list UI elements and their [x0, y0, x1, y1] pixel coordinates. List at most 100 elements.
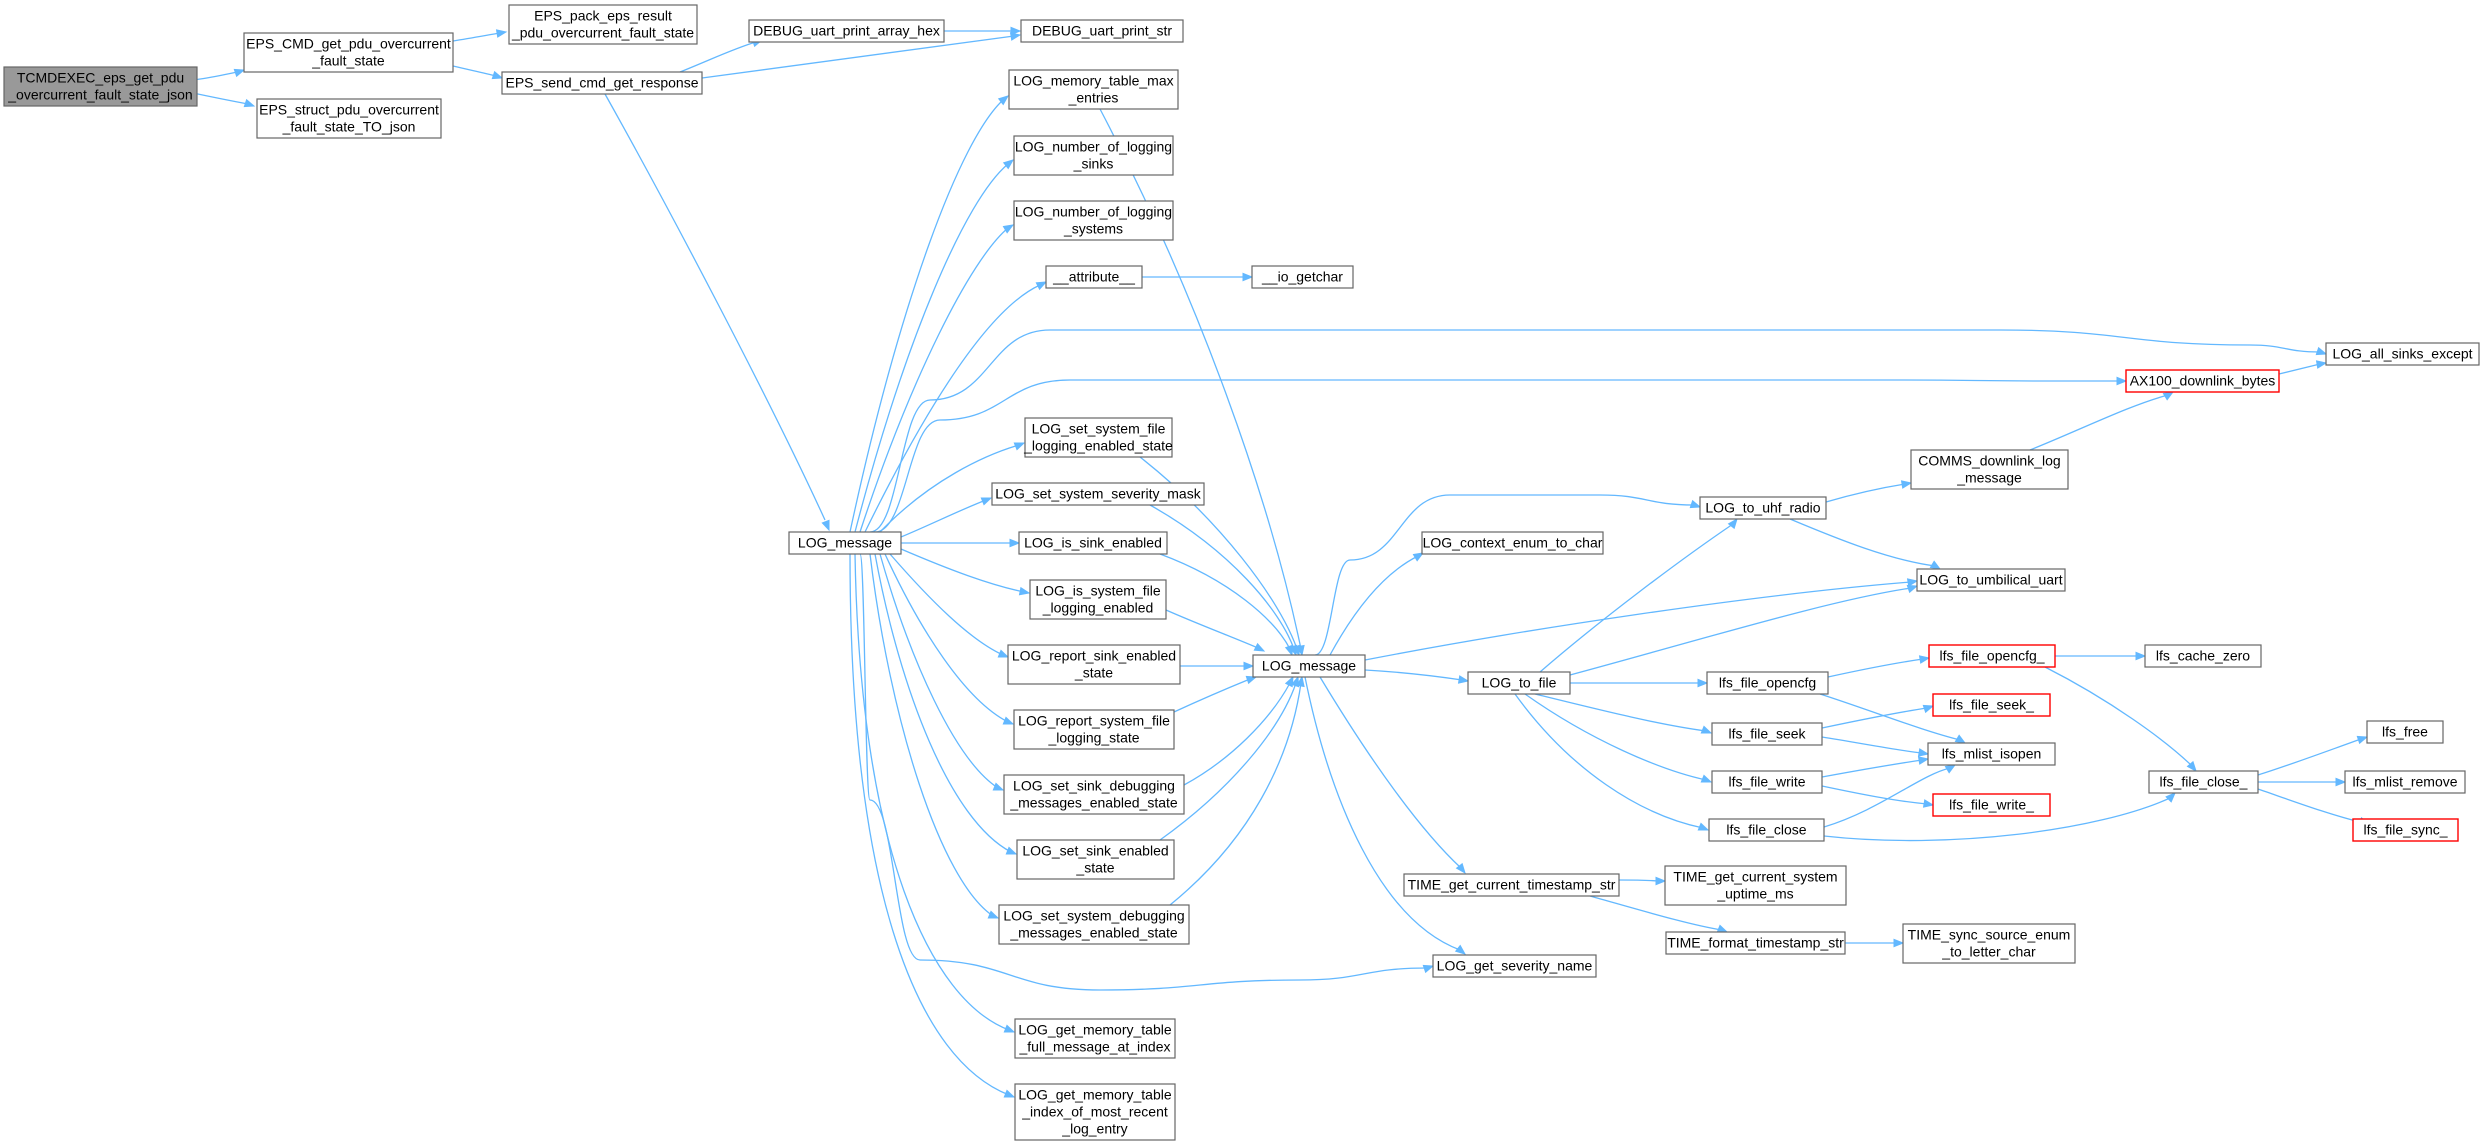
node-label: LOG_set_sink_debugging [1013, 778, 1175, 794]
node-log-set-sevmask[interactable]: LOG_set_system_severity_mask [991, 482, 1205, 506]
node-log-is-sink[interactable]: LOG_is_sink_enabled [1018, 531, 1168, 555]
node-lfs-close-[interactable]: lfs_file_close_ [2148, 770, 2259, 794]
node-eps-send[interactable]: EPS_send_cmd_get_response [501, 71, 703, 95]
node-lfs-sync-[interactable]: lfs_file_sync_ [2352, 818, 2459, 842]
node-log-set-sysfile[interactable]: LOG_set_system_file_logging_enabled_stat… [1023, 417, 1173, 458]
node-log-file[interactable]: LOG_to_file [1467, 671, 1571, 695]
node-time-ts[interactable]: TIME_get_current_timestamp_str [1403, 873, 1620, 897]
edge-ax100-to-log_all_sinks [2278, 360, 2328, 375]
arrowhead [1457, 675, 1470, 684]
node-eps-struct[interactable]: EPS_struct_pdu_overcurrent_fault_state_T… [256, 98, 442, 139]
node-label: LOG_report_system_file [1018, 713, 1170, 729]
edge-log_msg1-to-log_set_sysdbg [869, 553, 1000, 919]
arrowhead [1697, 678, 1709, 688]
node-comms-dl[interactable]: COMMS_downlink_log_message [1910, 449, 2069, 490]
node-lfs-mlist-isopen[interactable]: lfs_mlist_isopen [1927, 742, 2056, 766]
node-lfs-seek-[interactable]: lfs_file_seek_ [1932, 693, 2051, 717]
node-lfs-mlist-remove[interactable]: lfs_mlist_remove [2344, 770, 2466, 794]
node-label: lfs_file_opencfg_ [1939, 648, 2044, 664]
node-box [1928, 644, 2056, 668]
node-lfs-cache-zero[interactable]: lfs_cache_zero [2144, 644, 2262, 668]
edge-log_rep_sysfile-to-log_msg2 [1173, 675, 1258, 713]
node-log-uhf[interactable]: LOG_to_uhf_radio [1699, 496, 1827, 520]
arrowhead [2162, 391, 2175, 401]
node-log-all-sinks[interactable]: LOG_all_sinks_except [2325, 342, 2480, 366]
node-box [1045, 265, 1143, 289]
node-log-nsinks[interactable]: LOG_number_of_logging_sinks [1013, 135, 1174, 176]
edge-eps_cmd-to-eps_pack [452, 29, 508, 42]
node-log-msg2[interactable]: LOG_message [1252, 654, 1366, 678]
node-log-nsys[interactable]: LOG_number_of_logging_systems [1013, 200, 1174, 241]
arrowhead [1412, 552, 1425, 562]
node-lfs-seek[interactable]: lfs_file_seek [1711, 722, 1823, 746]
node-lfs-close[interactable]: lfs_file_close [1708, 818, 1825, 842]
node-log-umb[interactable]: LOG_to_umbilical_uart [1916, 568, 2066, 592]
node-root[interactable]: TCMDEXEC_eps_get_pdu_overcurrent_fault_s… [3, 66, 198, 107]
arrowhead [1922, 704, 1935, 714]
edge-log_set_sevmask-to-log_msg2 [1149, 504, 1298, 657]
node-label: DEBUG_uart_print_str [1032, 23, 1172, 39]
node-log-mem-full[interactable]: LOG_get_memory_table_full_message_at_ind… [1014, 1018, 1176, 1059]
node-label: LOG_memory_table_max [1013, 73, 1173, 89]
node-box [1403, 873, 1620, 897]
node-label: lfs_file_seek [1728, 726, 1806, 742]
node-log-rep-sink[interactable]: LOG_report_sink_enabled_state [1007, 644, 1181, 685]
node-lfs-write[interactable]: lfs_file_write [1711, 770, 1823, 794]
arrowhead [1009, 538, 1021, 548]
arrowhead [1454, 944, 1467, 955]
node-time-sync[interactable]: TIME_sync_source_enum_to_letter_char [1902, 923, 2076, 964]
arrowhead [243, 98, 256, 108]
node-ax100[interactable]: AX100_downlink_bytes [2125, 369, 2280, 393]
node-box [1665, 931, 1846, 955]
node-box [1932, 693, 2051, 717]
arrowhead [1245, 675, 1258, 685]
node-lfs-opencfg-[interactable]: lfs_file_opencfg_ [1928, 644, 2056, 668]
node-box [1020, 19, 1184, 43]
arrowhead [1253, 642, 1266, 652]
node-label: LOG_message [798, 535, 892, 551]
node-eps-pack[interactable]: EPS_pack_eps_result_pdu_overcurrent_faul… [508, 4, 698, 45]
node-lfs-opencfg[interactable]: lfs_file_opencfg [1706, 671, 1829, 695]
edge-log_rep_sink-to-log_msg2 [1179, 661, 1255, 671]
node-box [2144, 644, 2262, 668]
node-box [1018, 531, 1168, 555]
node-box [1013, 135, 1174, 176]
edge-lfs_write-to-lfs_mlist_isopen [1821, 756, 1930, 778]
arrowhead [491, 70, 504, 80]
arrowhead [2315, 346, 2328, 356]
node-box [2352, 818, 2459, 842]
arrowhead [1242, 272, 1254, 282]
node-log-rep-sysfile[interactable]: LOG_report_system_file_logging_state [1013, 709, 1175, 750]
edge-lfs_close_-to-lfs_mlist_remove [2258, 777, 2347, 787]
node-label: lfs_file_write [1728, 774, 1805, 790]
node-box [1007, 644, 1181, 685]
node-log-msg1[interactable]: LOG_message [788, 531, 902, 555]
node-time-fmt[interactable]: TIME_format_timestamp_str [1665, 931, 1846, 955]
node-log-is-sysfile[interactable]: LOG_is_system_file_logging_enabled [1029, 579, 1167, 620]
node-lfs-free[interactable]: lfs_free [2366, 720, 2444, 744]
node-log-mem-recent[interactable]: LOG_get_memory_table_index_of_most_recen… [1014, 1083, 1176, 1141]
node-log-sev[interactable]: LOG_get_severity_name [1432, 954, 1597, 978]
node-dbg-hex[interactable]: DEBUG_uart_print_array_hex [748, 19, 945, 43]
node-label: _overcurrent_fault_state_json [7, 87, 192, 103]
node-box [1013, 709, 1175, 750]
node-log-set-sysdbg[interactable]: LOG_set_system_debugging_messages_enable… [998, 904, 1190, 945]
arrowhead [1284, 675, 1294, 688]
node-log-ctx[interactable]: LOG_context_enum_to_char [1421, 531, 1604, 555]
node-io-getchar[interactable]: __io_getchar [1251, 265, 1354, 289]
node-log-memmax[interactable]: LOG_memory_table_max_entries [1008, 69, 1179, 110]
node-lfs-write-[interactable]: lfs_file_write_ [1932, 793, 2051, 817]
node-label: TIME_format_timestamp_str [1667, 935, 1844, 951]
node-log-set-sinkdbg[interactable]: LOG_set_sink_debugging_messages_enabled_… [1003, 774, 1185, 815]
node-log-set-sinken[interactable]: LOG_set_sink_enabled_state [1016, 839, 1175, 880]
node-box [1706, 671, 1829, 695]
node-time-uptime[interactable]: TIME_get_current_system_uptime_ms [1664, 865, 1847, 906]
node-eps-cmd[interactable]: EPS_CMD_get_pdu_overcurrent_fault_state [243, 32, 454, 73]
node-attribute[interactable]: __attribute__ [1045, 265, 1143, 289]
edge-log_file-to-lfs_seek [1534, 693, 1713, 734]
node-label: EPS_pack_eps_result [534, 8, 672, 24]
node-label: _messages_enabled_state [1009, 795, 1178, 811]
node-dbg-str[interactable]: DEBUG_uart_print_str [1020, 19, 1184, 43]
node-box [3, 66, 198, 107]
node-box [1708, 818, 1825, 842]
